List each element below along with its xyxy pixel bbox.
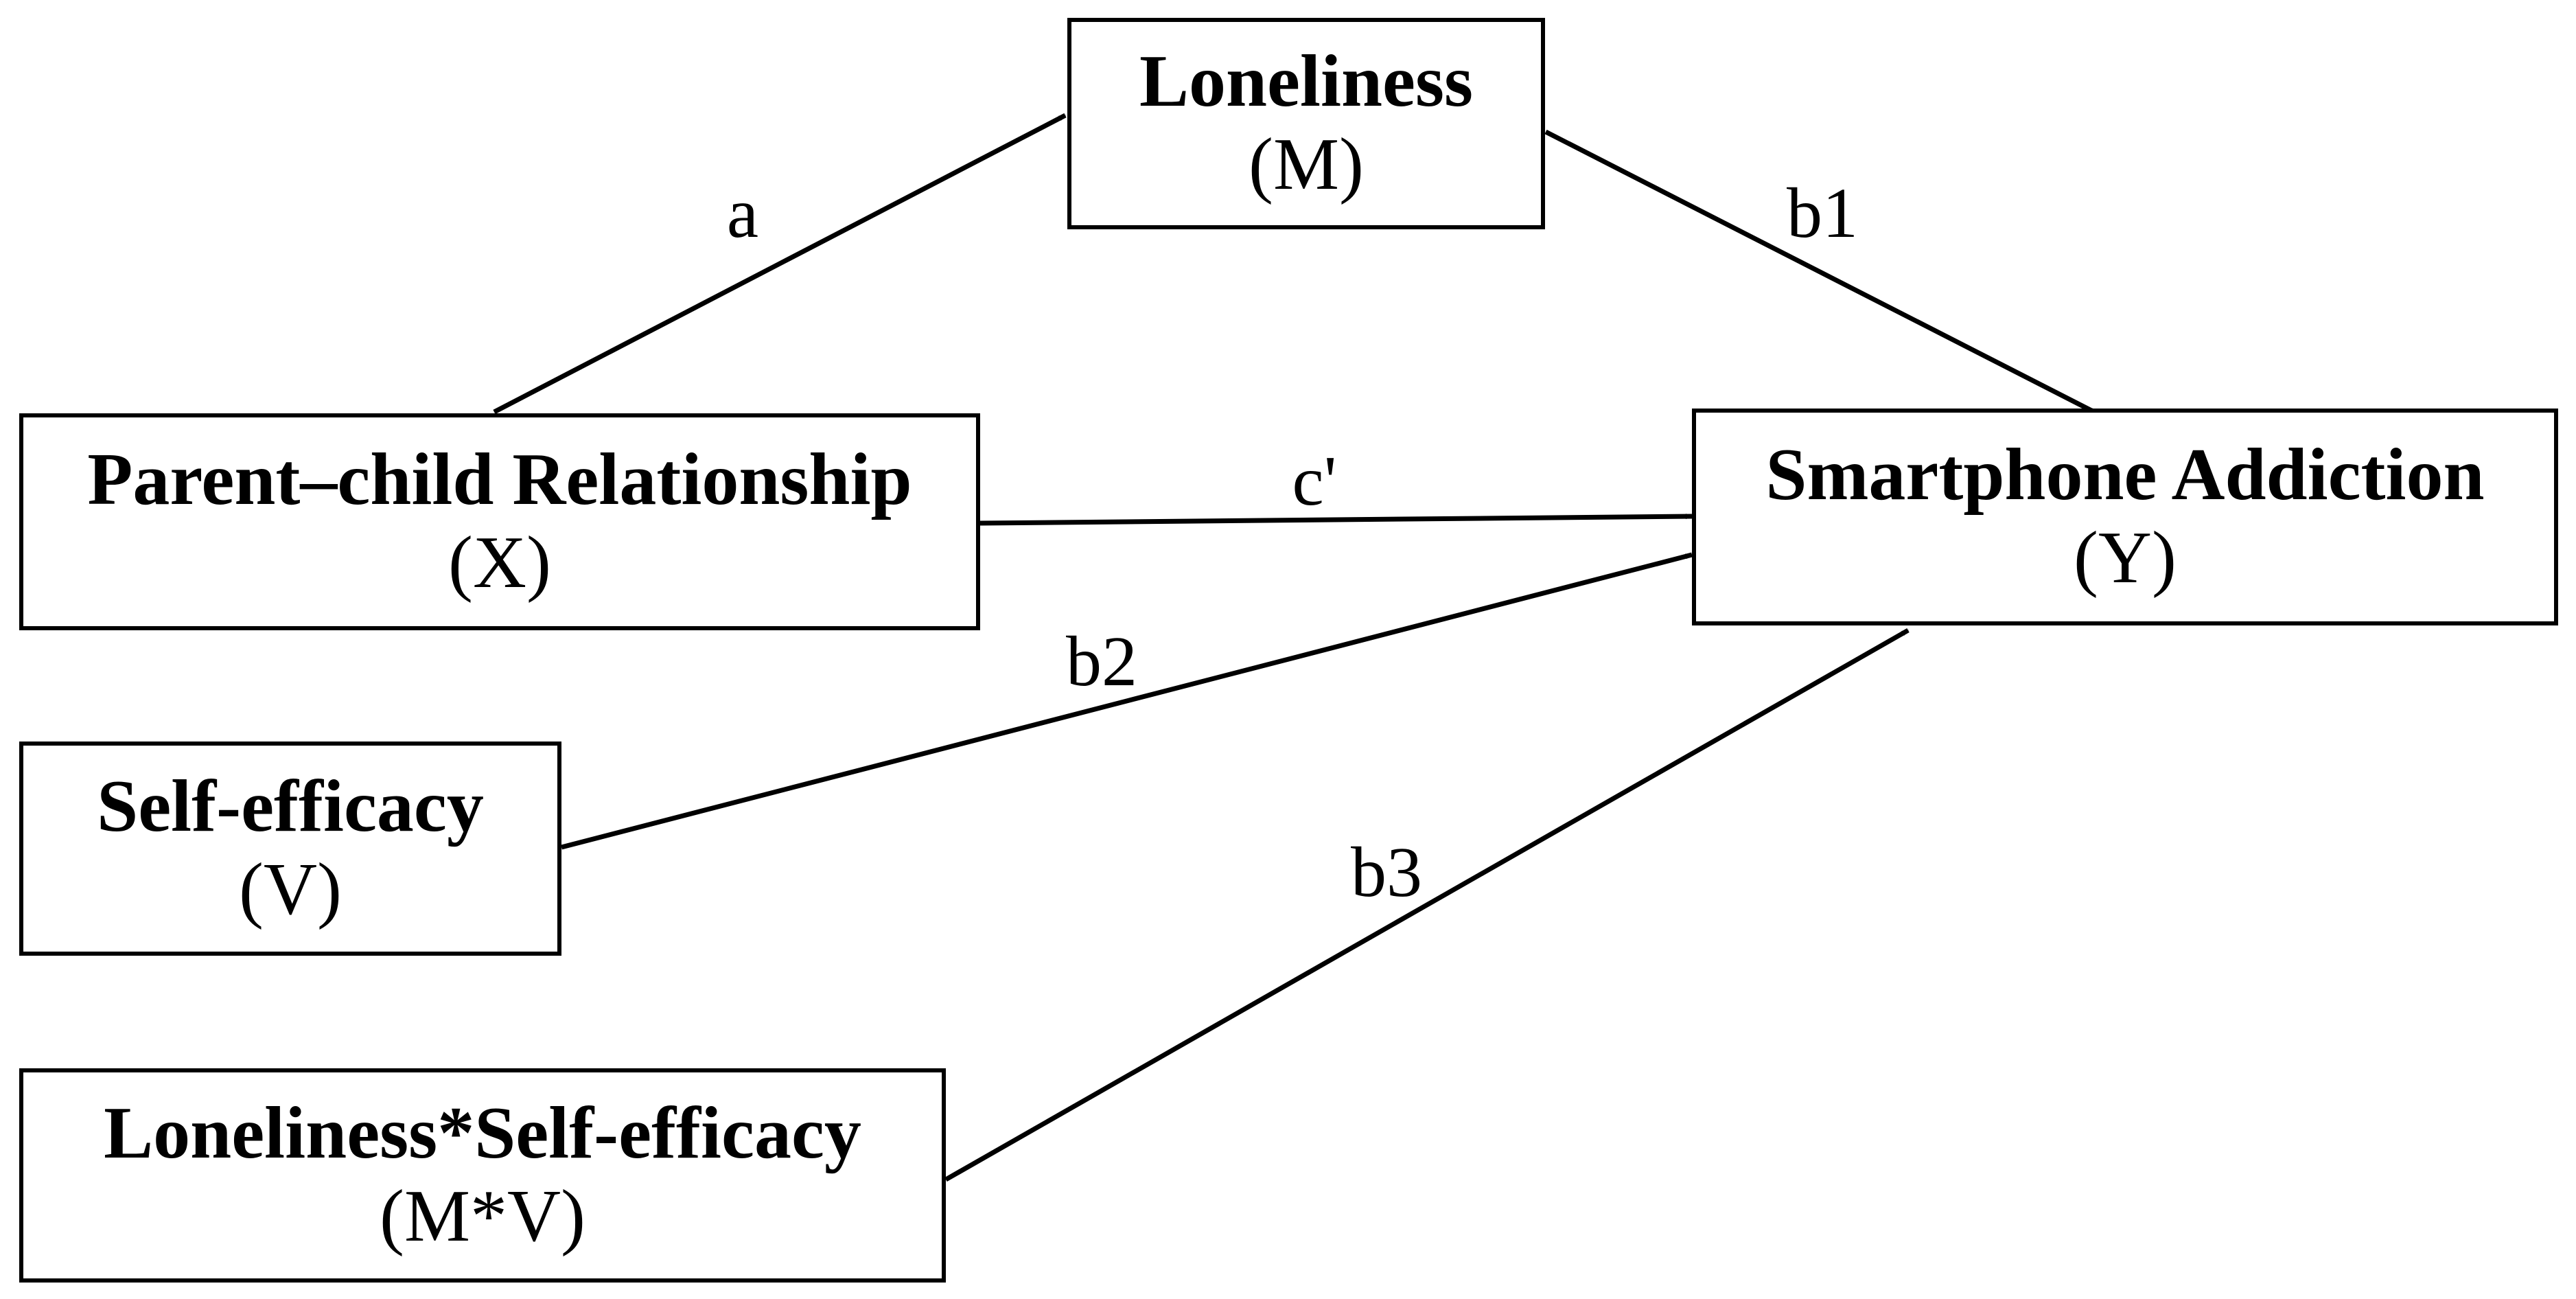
path-b2-label: b2 xyxy=(1066,622,1137,701)
path-b2-arrow xyxy=(561,552,1693,850)
node-smartphone-addiction: Smartphone Addiction (Y) xyxy=(1692,409,2558,625)
node-self-efficacy: Self-efficacy (V) xyxy=(19,742,561,956)
node-self-efficacy-title: Self-efficacy xyxy=(97,766,484,848)
path-c-prime-arrow xyxy=(979,514,1693,526)
path-b1-label: b1 xyxy=(1787,174,1858,253)
path-b1-arrow xyxy=(1544,129,2098,416)
node-smartphone-title: Smartphone Addiction xyxy=(1765,434,2485,516)
path-b3-label: b3 xyxy=(1351,833,1422,912)
path-b3-arrow xyxy=(944,628,1910,1182)
node-smartphone-symbol: (Y) xyxy=(2074,517,2177,599)
node-interaction-symbol: (M*V) xyxy=(380,1175,585,1257)
path-a-label: a xyxy=(727,174,758,253)
node-interaction: Loneliness*Self-efficacy (M*V) xyxy=(19,1068,946,1283)
node-parent-child-relationship: Parent–child Relationship (X) xyxy=(19,413,980,630)
node-self-efficacy-symbol: (V) xyxy=(239,849,342,930)
node-loneliness-title: Loneliness xyxy=(1139,41,1474,123)
path-c-prime-label: c' xyxy=(1292,441,1337,520)
node-loneliness: Loneliness (M) xyxy=(1067,18,1545,229)
path-a-arrow xyxy=(493,113,1067,415)
node-parent-child-symbol: (X) xyxy=(448,522,551,603)
node-parent-child-title: Parent–child Relationship xyxy=(87,439,912,521)
node-interaction-title: Loneliness*Self-efficacy xyxy=(104,1092,861,1175)
node-loneliness-symbol: (M) xyxy=(1249,124,1364,205)
